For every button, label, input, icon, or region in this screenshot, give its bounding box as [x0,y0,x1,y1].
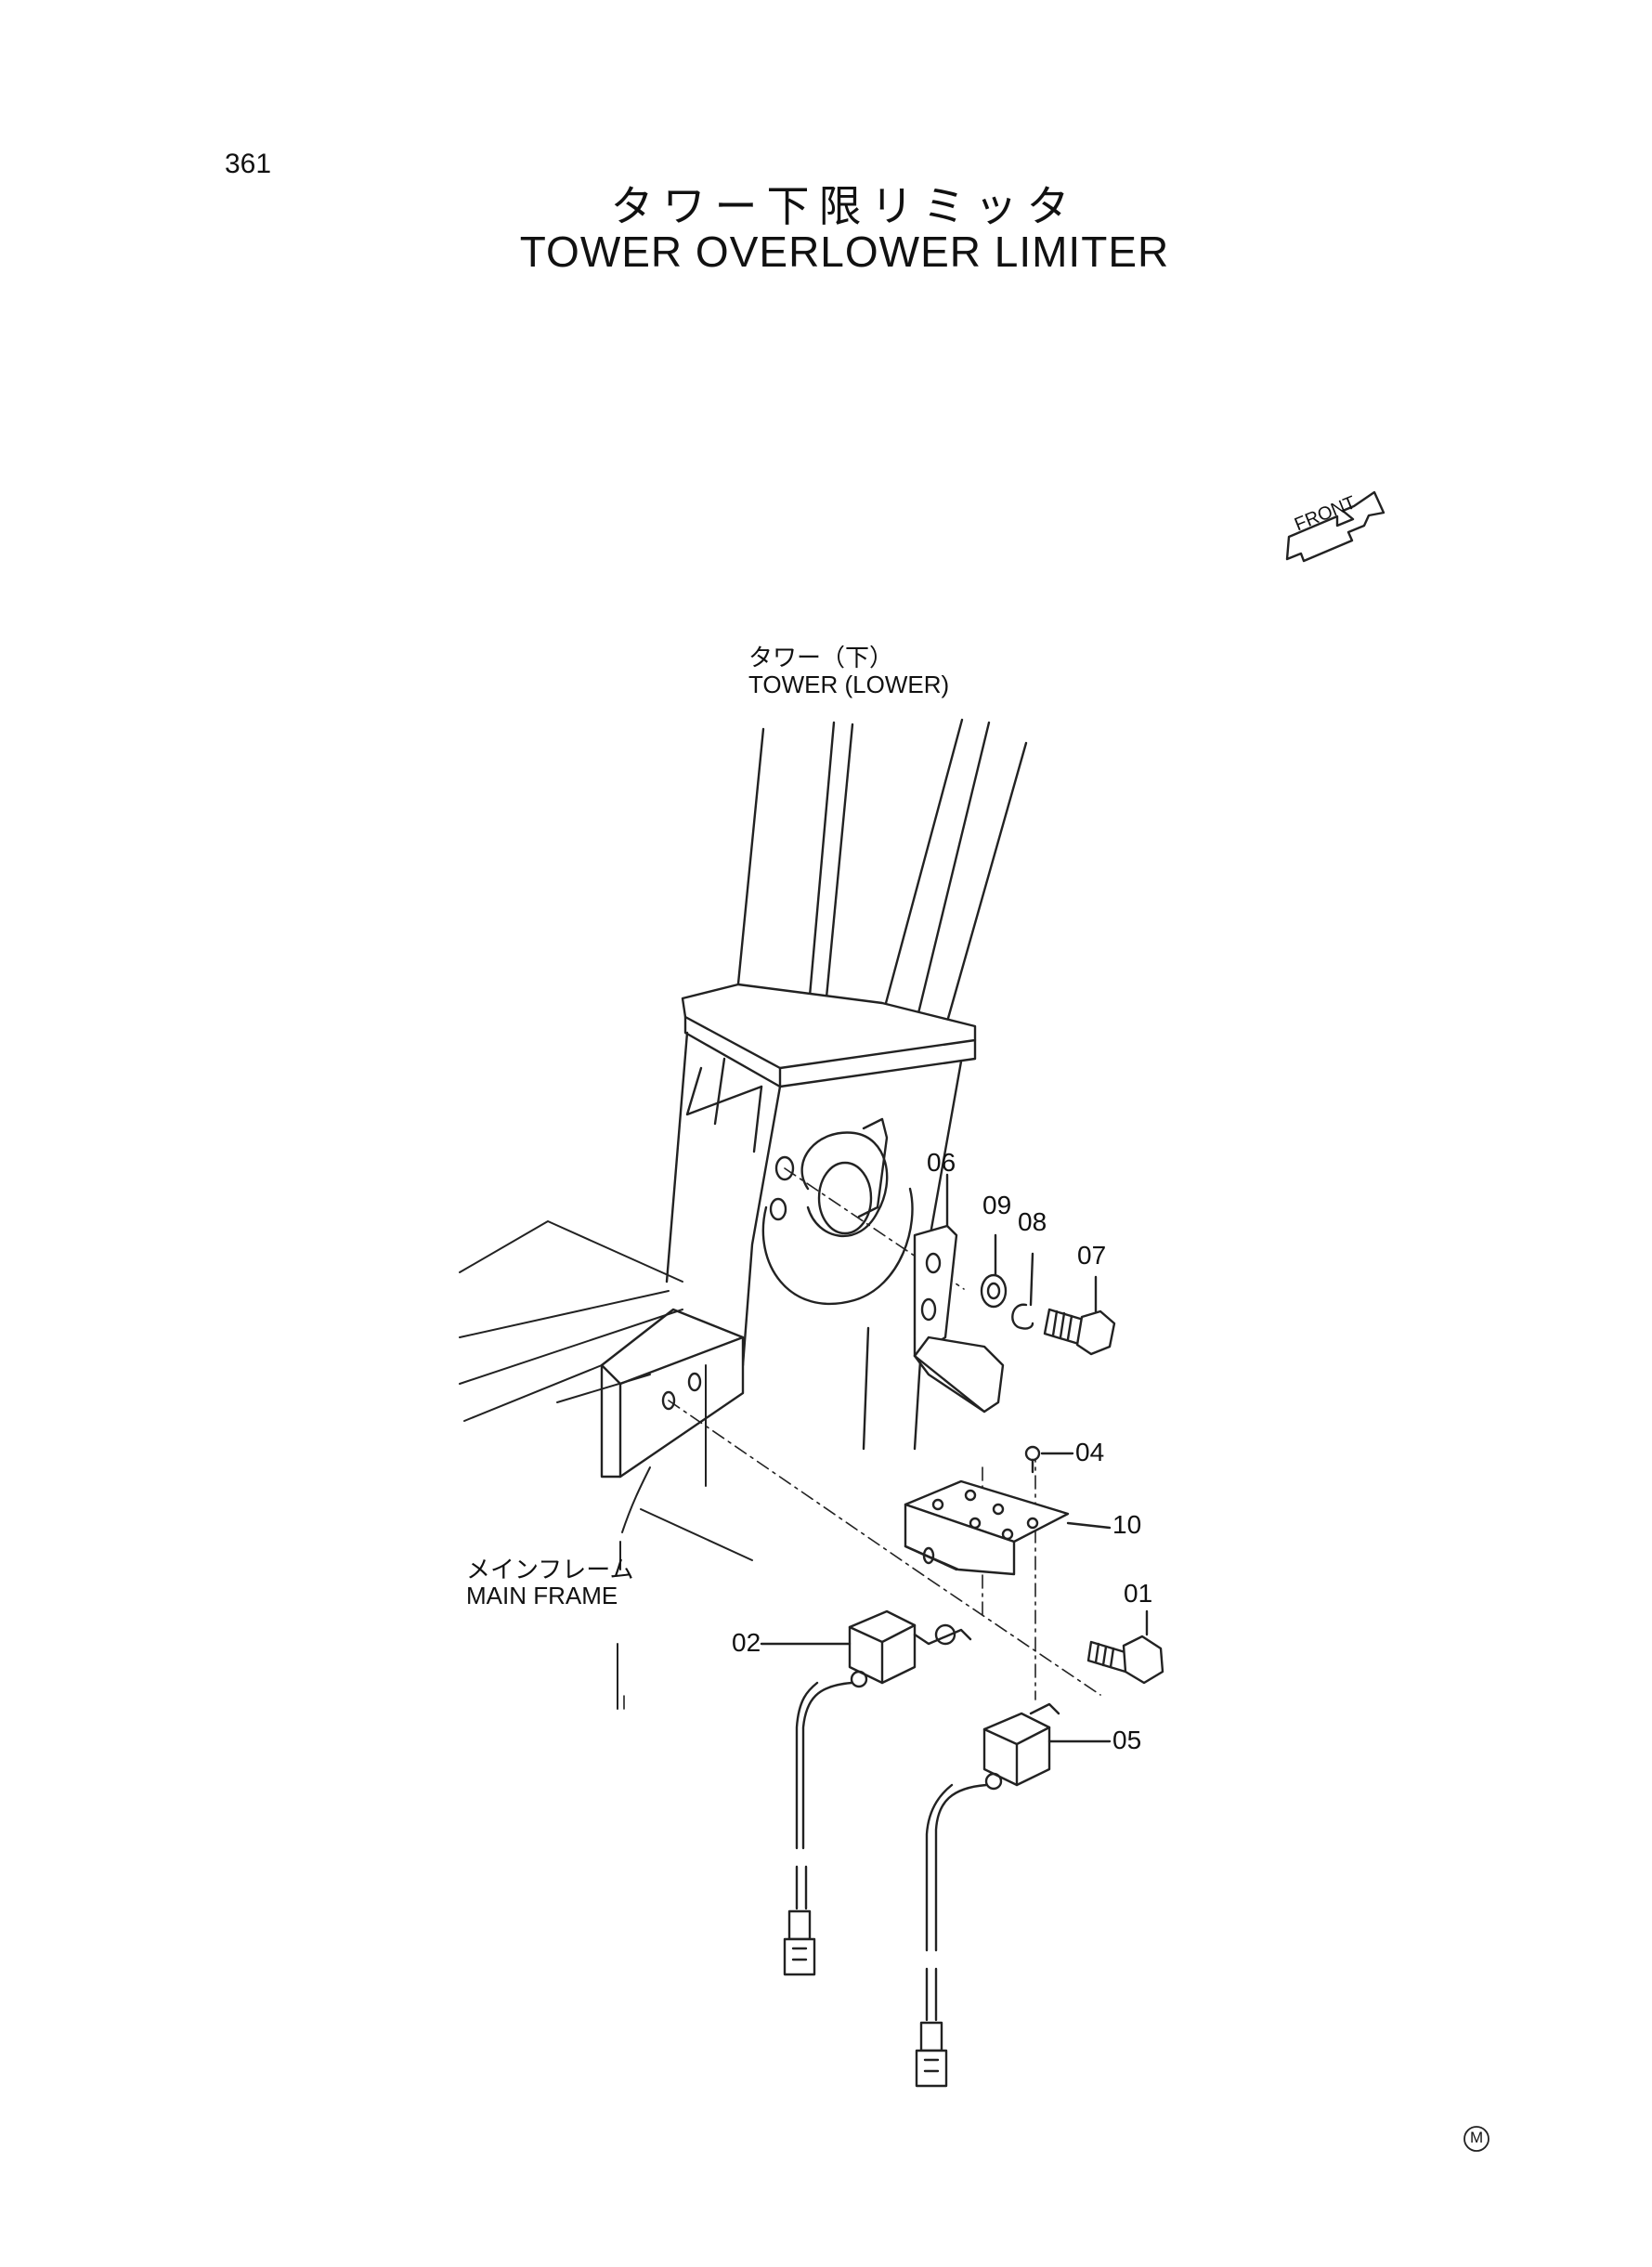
part-number-04: 04 [1075,1438,1105,1466]
part-06-bolt [1043,1275,1116,1356]
title-japanese: タワー下限リミッタ [610,181,1079,231]
part-number-10: 05 [1112,1726,1142,1754]
front-arrow-icon [1285,490,1385,563]
part-05-lever [913,1173,1005,1414]
main-frame-beams [459,1220,753,1561]
part-number-05: 06 [927,1148,956,1177]
tower-bracket [648,1031,963,1451]
title-english: TOWER OVERLOWER LIMITER [519,228,1170,276]
main-frame-label-en: MAIN FRAME [466,1582,618,1609]
part-01-bolt [1086,1609,1164,1685]
part-07-lock-washer [1011,1252,1034,1330]
part-number-01: 01 [1124,1579,1153,1608]
tower-lower-label-ja: タワー（下） [748,645,894,672]
page-number: 361 [225,149,272,179]
part-number-09: 10 [1112,1510,1142,1539]
part-number-07: 08 [1018,1207,1047,1236]
circle-m-mark [1463,2126,1489,2152]
part-number-08: 09 [982,1191,1012,1219]
tower-top-plate [681,983,977,1088]
part-02-limit-switch [760,1609,972,1976]
main-frame-block [600,1308,745,1479]
main-frame-label-ja: メインフレーム [466,1557,634,1584]
part-10-limit-switch [915,1702,1112,2088]
part-number-06: 07 [1077,1241,1107,1270]
tower-lower-label-en: TOWER (LOWER) [748,671,950,698]
part-09-bracket [904,1479,1112,1576]
circle-m-mark-label: M [1470,2129,1484,2146]
part-04-screw [1024,1445,1074,1474]
part-number-02: 02 [732,1628,761,1657]
part-08-washer [980,1233,1008,1309]
tower-columns [732,718,1028,1033]
